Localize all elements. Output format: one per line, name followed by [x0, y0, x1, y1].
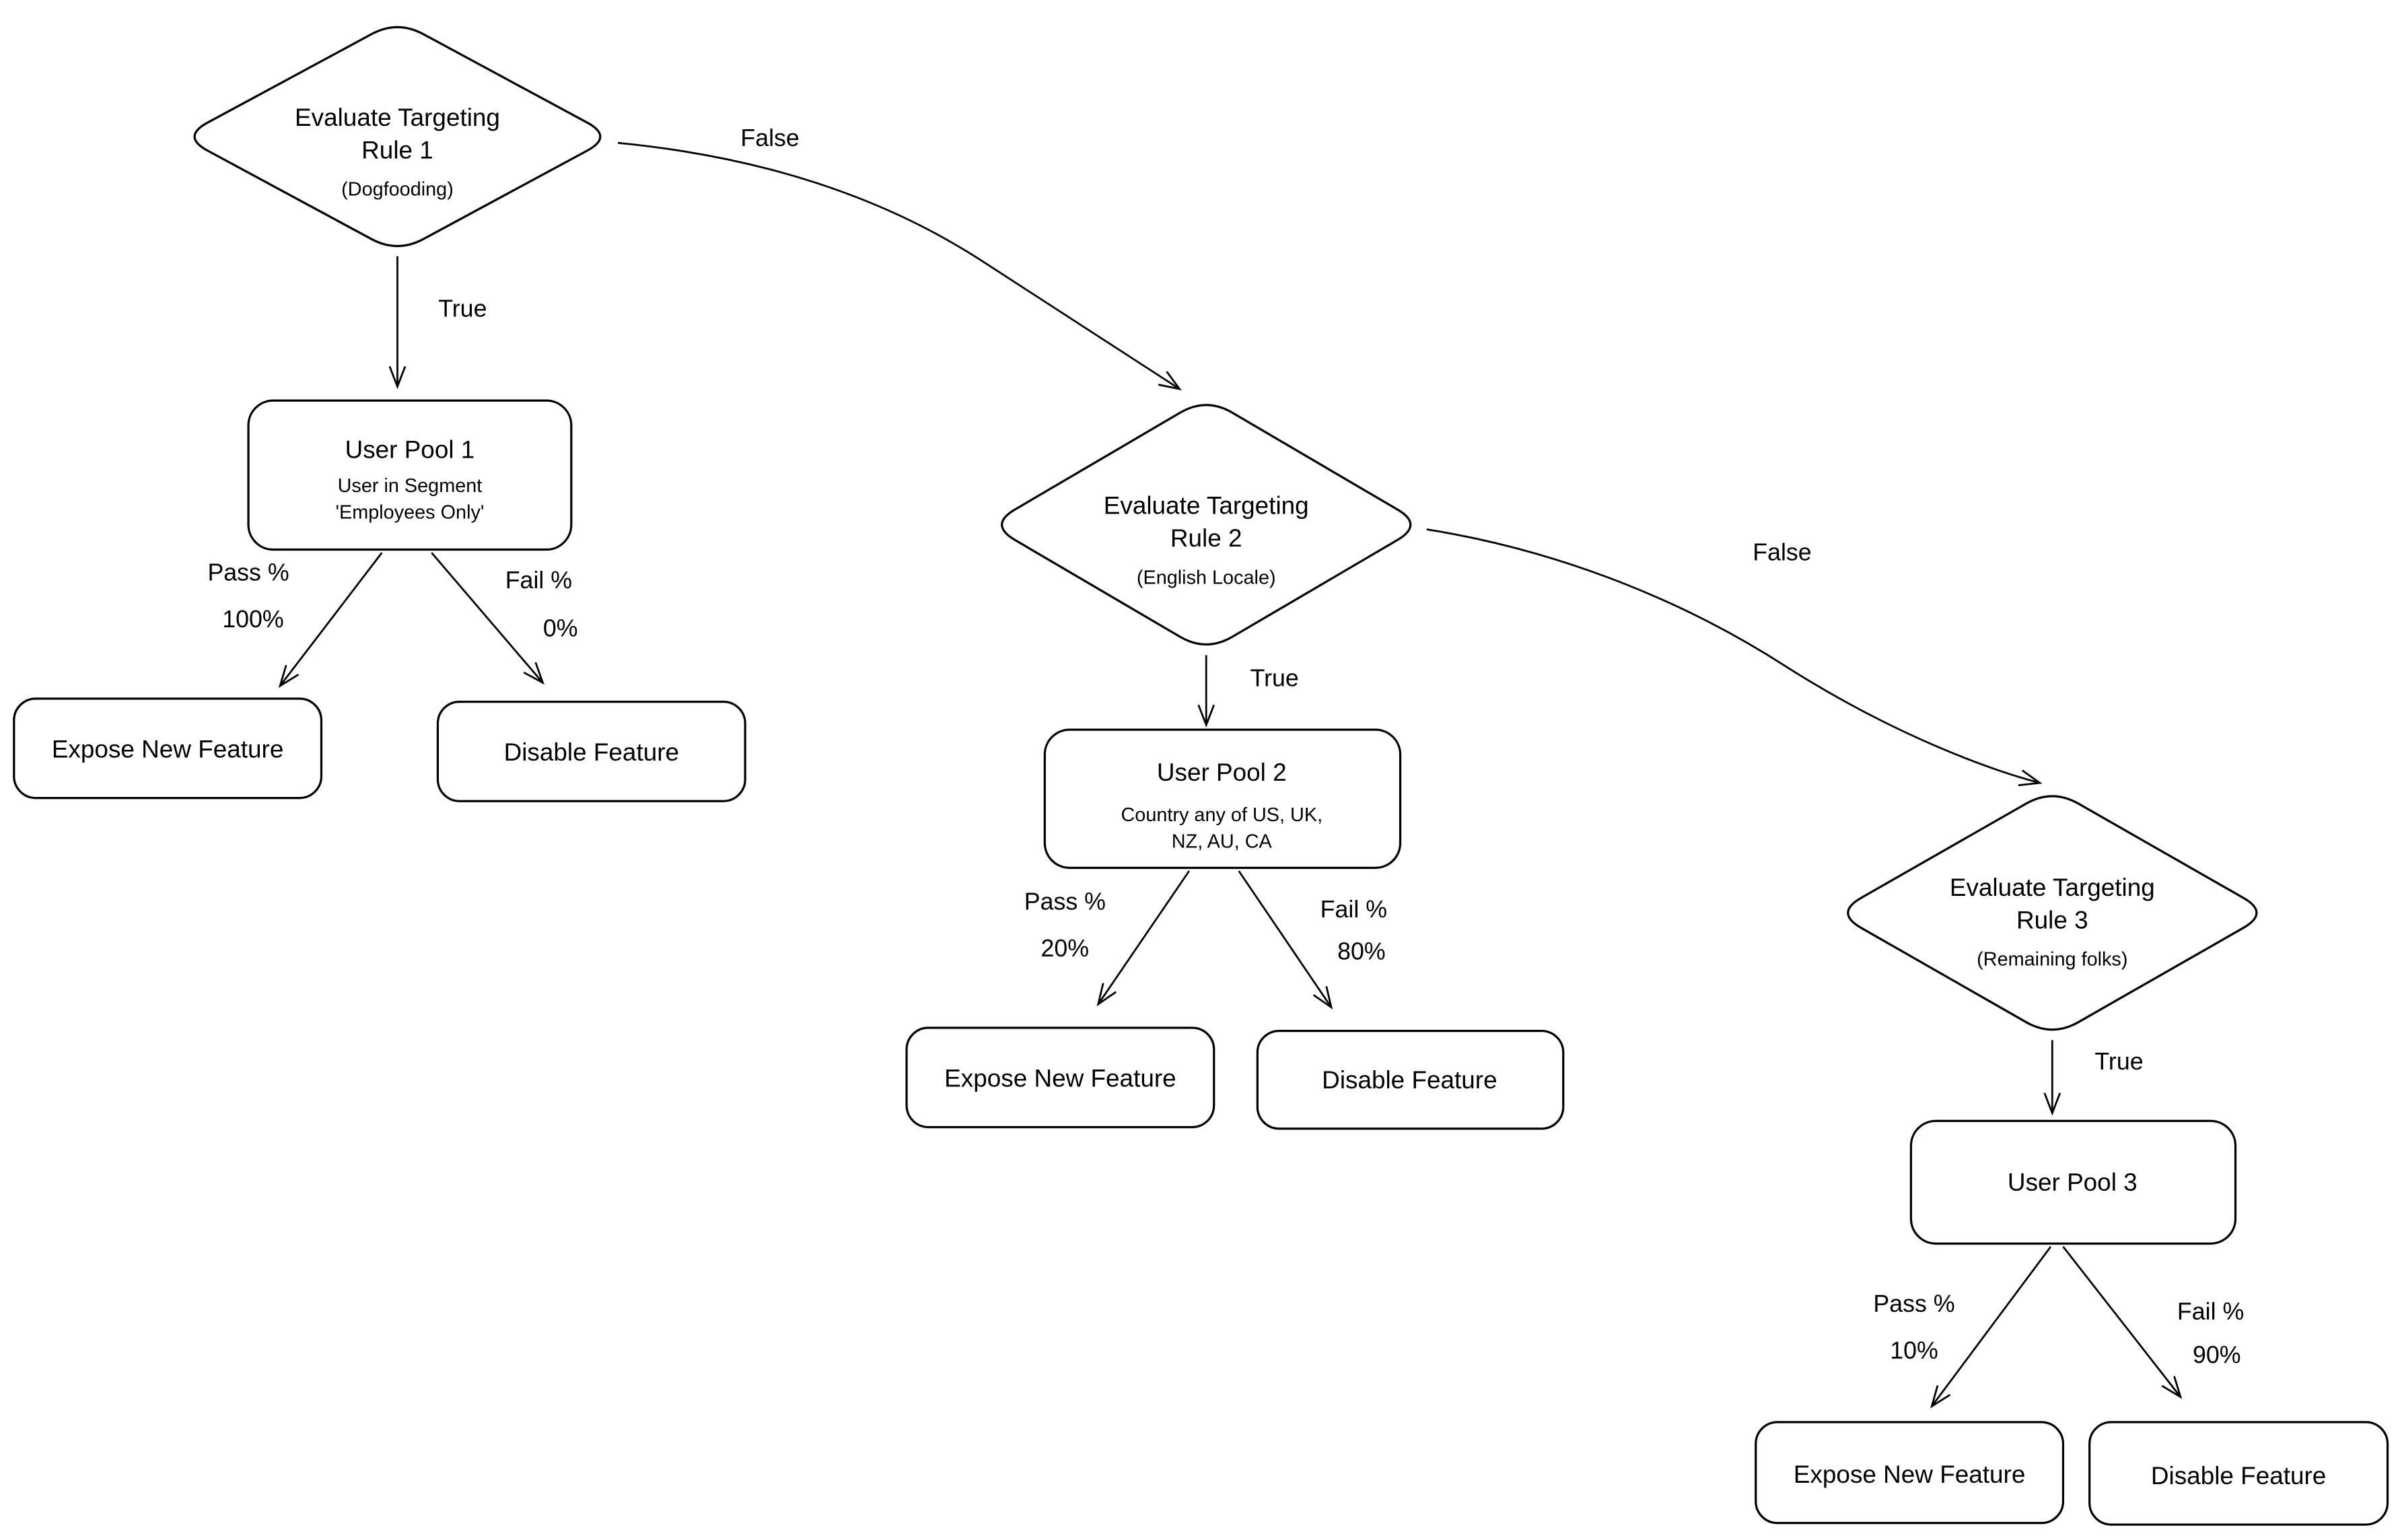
rule3-subtitle: (Remaining folks)	[1977, 949, 2127, 971]
disable1-box-shape	[436, 700, 746, 802]
pool3-pass-label: Pass %	[1873, 1290, 1954, 1317]
rule3-title-line1: Evaluate Targeting	[1950, 874, 2155, 901]
pool3-pass-value: 10%	[1890, 1337, 1938, 1364]
pool1-fail-arrow	[431, 552, 545, 685]
expose3-label: Expose New Feature	[1794, 1461, 2025, 1488]
rule3-true-label: True	[2094, 1048, 2143, 1075]
node-user-pool-1: User Pool 1 User in Segment 'Employees O…	[247, 399, 573, 551]
edge-rule2-false: False	[1426, 528, 2043, 787]
rule2-false-arrow	[1426, 528, 2043, 787]
node-user-pool-3: User Pool 3	[1909, 1119, 2237, 1245]
pool1-title: User Pool 1	[345, 435, 475, 463]
pool2-title: User Pool 2	[1157, 759, 1287, 786]
edge-rule2-true: True	[1197, 655, 1299, 728]
edge-rule1-true: True	[388, 256, 487, 390]
rule2-subtitle: (English Locale)	[1137, 567, 1276, 588]
rule2-false-label: False	[1753, 539, 1811, 566]
pool2-pass-label: Pass %	[1024, 888, 1106, 915]
rule1-true-label: True	[438, 295, 487, 322]
rule2-title-line2: Rule 2	[1170, 524, 1242, 552]
rule1-title-line2: Rule 1	[361, 136, 433, 164]
node-evaluate-rule-3: Evaluate Targeting Rule 3 (Remaining fol…	[1847, 795, 2258, 1031]
edge-pool2-pass: Pass % 20%	[1024, 870, 1190, 1007]
node-disable-feature-3: Disable Feature	[2088, 1421, 2389, 1526]
node-disable-feature-2: Disable Feature	[1256, 1029, 1565, 1130]
node-expose-feature-1: Expose New Feature	[13, 697, 323, 800]
node-evaluate-rule-2: Evaluate Targeting Rule 2 (English Local…	[1001, 404, 1412, 646]
pool1-pass-value: 100%	[222, 606, 283, 633]
rule2-true-label: True	[1250, 665, 1299, 692]
edge-pool1-fail: Fail % 0%	[431, 552, 578, 685]
pool2-box-shape	[1043, 728, 1402, 870]
rule2-title-line1: Evaluate Targeting	[1104, 491, 1309, 519]
pool3-box-shape	[1909, 1119, 2237, 1245]
rule1-diamond-shape	[193, 26, 602, 248]
pool3-fail-arrow	[2062, 1246, 2183, 1399]
node-user-pool-2: User Pool 2 Country any of US, UK, NZ, A…	[1043, 728, 1402, 870]
edge-pool3-fail: Fail % 90%	[2062, 1246, 2244, 1399]
expose2-label: Expose New Feature	[944, 1065, 1176, 1092]
edge-rule1-false: False	[617, 125, 1182, 390]
pool2-detail-line1: Country any of US, UK,	[1121, 804, 1322, 826]
pool3-pass-arrow	[1930, 1246, 2052, 1409]
disable2-box-shape	[1256, 1029, 1565, 1130]
edge-pool2-fail: Fail % 80%	[1238, 870, 1387, 1010]
node-expose-feature-3: Expose New Feature	[1755, 1421, 2065, 1525]
rule3-title-line2: Rule 3	[2016, 906, 2088, 934]
node-disable-feature-1: Disable Feature	[436, 700, 746, 802]
pool1-pass-label: Pass %	[207, 559, 289, 586]
pool3-fail-label: Fail %	[2177, 1298, 2244, 1325]
rule1-title-line1: Evaluate Targeting	[295, 104, 500, 131]
pool1-box-shape	[247, 399, 573, 551]
expose1-label: Expose New Feature	[52, 736, 283, 763]
pool1-pass-arrow	[278, 552, 383, 689]
edge-pool1-pass: Pass % 100%	[207, 552, 383, 689]
pool1-detail-line2: 'Employees Only'	[335, 501, 484, 523]
rule1-false-arrow	[617, 141, 1182, 390]
pool1-detail-line1: User in Segment	[338, 475, 483, 497]
edge-rule3-true: True	[2043, 1040, 2144, 1116]
pool2-fail-label: Fail %	[1320, 896, 1387, 923]
pool2-pass-value: 20%	[1041, 935, 1090, 962]
rule3-diamond-shape	[1847, 795, 2258, 1031]
expose1-box-shape	[13, 697, 323, 800]
disable3-label: Disable Feature	[2151, 1462, 2326, 1490]
rule1-false-label: False	[740, 125, 799, 151]
edge-pool3-pass: Pass % 10%	[1873, 1246, 2052, 1409]
pool2-pass-arrow	[1096, 870, 1190, 1007]
pool2-fail-arrow	[1238, 870, 1333, 1010]
rule2-diamond-shape	[1001, 404, 1412, 646]
pool2-detail-line2: NZ, AU, CA	[1172, 831, 1273, 852]
expose2-box-shape	[905, 1026, 1215, 1129]
expose3-box-shape	[1755, 1421, 2065, 1525]
pool3-fail-value: 90%	[2193, 1341, 2241, 1368]
disable1-label: Disable Feature	[504, 738, 679, 766]
node-expose-feature-2: Expose New Feature	[905, 1026, 1215, 1129]
pool1-fail-value: 0%	[543, 615, 578, 642]
node-evaluate-rule-1: Evaluate Targeting Rule 1 (Dogfooding)	[193, 26, 602, 248]
rule1-subtitle: (Dogfooding)	[341, 179, 454, 201]
pool1-fail-label: Fail %	[505, 567, 572, 594]
pool2-fail-value: 80%	[1337, 938, 1386, 965]
pool3-title: User Pool 3	[2008, 1168, 2138, 1196]
disable2-label: Disable Feature	[1322, 1066, 1497, 1094]
